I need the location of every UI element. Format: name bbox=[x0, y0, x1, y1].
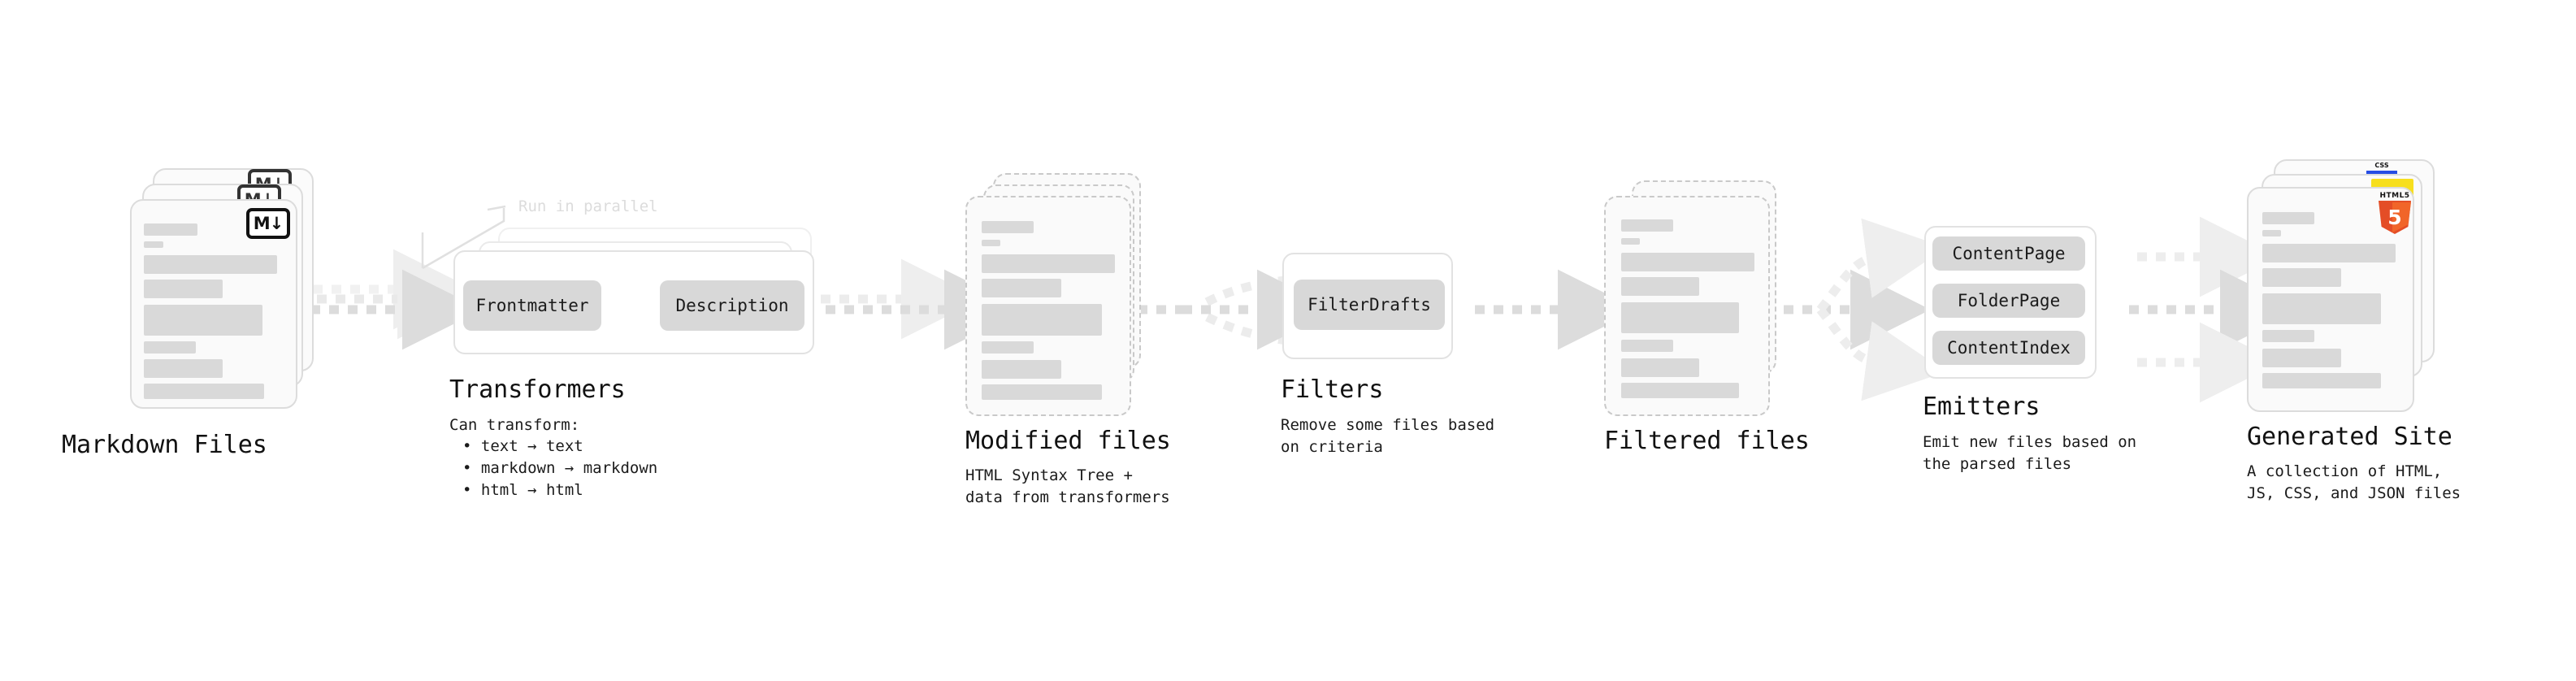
skeleton-bar bbox=[144, 280, 223, 298]
skeleton-bar bbox=[1621, 238, 1640, 245]
skeleton-bar bbox=[2262, 373, 2381, 388]
emitters-chip-contentpage[interactable]: ContentPage bbox=[1932, 236, 2085, 271]
generated-site-sub-line2: JS, CSS, and JSON files bbox=[2247, 484, 2461, 502]
skeleton-bar bbox=[1621, 340, 1673, 352]
skeleton-bar bbox=[2262, 293, 2381, 324]
arrow-markdown-to-transformers bbox=[310, 249, 483, 350]
skeleton-bar bbox=[2262, 212, 2314, 224]
html5-five-glyph: 5 bbox=[2387, 206, 2402, 229]
emitters-sub-line1: Emit new files based on bbox=[1923, 433, 2137, 451]
skeleton-bar bbox=[2262, 268, 2341, 287]
html5-badge: HTML5 5 bbox=[2376, 192, 2413, 234]
arrow-transformers-to-modified bbox=[821, 258, 1025, 350]
skeleton-bar bbox=[982, 254, 1115, 273]
list-item: • markdown → markdown bbox=[462, 458, 658, 477]
css-badge: CSS bbox=[2366, 163, 2397, 176]
skeleton-bar bbox=[144, 223, 197, 236]
html5-shield-inner bbox=[2392, 202, 2411, 232]
skeleton-bar bbox=[2262, 349, 2341, 367]
skeleton-bar bbox=[1621, 302, 1739, 333]
arrow-filtered-to-emitters bbox=[1784, 218, 1947, 401]
list-item: • text → text bbox=[462, 437, 583, 455]
skeleton-bar bbox=[982, 240, 1000, 246]
modified-files-title: Modified files bbox=[965, 427, 1171, 455]
emitters-chip-contentindex[interactable]: ContentIndex bbox=[1932, 331, 2085, 365]
arrow-emitters-to-site bbox=[2129, 216, 2301, 403]
skeleton-bar bbox=[1621, 383, 1739, 398]
list-item: • html → html bbox=[462, 480, 583, 499]
transformer-chip-description[interactable]: Description bbox=[660, 280, 804, 331]
skeleton-bar bbox=[144, 359, 223, 378]
modified-files-sub-line1: HTML Syntax Tree + bbox=[965, 466, 1133, 484]
skeleton-bar bbox=[1621, 253, 1754, 271]
skeleton-bar bbox=[982, 304, 1102, 336]
transformers-title: Transformers bbox=[449, 375, 626, 404]
emitters-title: Emitters bbox=[1923, 393, 2040, 421]
skeleton-bar bbox=[1621, 277, 1699, 296]
skeleton-bar bbox=[982, 384, 1102, 400]
transformers-bullet-list: • text → text • markdown → markdown • ht… bbox=[449, 436, 657, 501]
skeleton-bar bbox=[982, 279, 1061, 297]
html5-badge-label: HTML5 bbox=[2379, 192, 2410, 200]
skeleton-bar bbox=[1621, 219, 1673, 232]
skeleton-bar bbox=[2262, 330, 2314, 342]
skeleton-bar bbox=[144, 341, 196, 354]
emitters-chip-folderpage[interactable]: FolderPage bbox=[1932, 284, 2085, 318]
skeleton-bar bbox=[2262, 244, 2396, 262]
modified-files-sub-line2: data from transformers bbox=[965, 488, 1170, 506]
skeleton-bar bbox=[982, 341, 1034, 354]
emitters-sub-line2: the parsed files bbox=[1923, 455, 2072, 473]
skeleton-bar bbox=[982, 360, 1061, 379]
skeleton-bar bbox=[982, 221, 1034, 233]
generated-site-title: Generated Site bbox=[2247, 423, 2452, 451]
arrow-modified-to-filters bbox=[1138, 269, 1338, 350]
filters-sub-line2: on criteria bbox=[1281, 438, 1383, 456]
filters-title: Filters bbox=[1281, 375, 1384, 404]
css-badge-underline bbox=[2366, 171, 2397, 174]
skeleton-bar bbox=[1621, 358, 1699, 377]
skeleton-bar bbox=[144, 255, 277, 274]
transformer-chip-frontmatter[interactable]: Frontmatter bbox=[463, 280, 601, 331]
generated-site-sub-line1: A collection of HTML, bbox=[2247, 462, 2443, 480]
skeleton-bar bbox=[2262, 230, 2281, 236]
filters-sub-line1: Remove some files based bbox=[1281, 416, 1495, 434]
skeleton-bar bbox=[144, 241, 163, 248]
filtered-files-title: Filtered files bbox=[1604, 427, 1810, 455]
run-in-parallel-note: Run in parallel bbox=[518, 197, 658, 215]
markdown-files-title: Markdown Files bbox=[62, 431, 267, 459]
skeleton-bar bbox=[144, 305, 262, 336]
markdown-badge: M↓ bbox=[246, 208, 290, 239]
skeleton-bar bbox=[144, 384, 264, 399]
css-badge-label: CSS bbox=[2374, 162, 2389, 169]
filters-chip-filterdrafts[interactable]: FilterDrafts bbox=[1294, 280, 1445, 330]
transformers-sub-heading: Can transform: bbox=[449, 416, 580, 434]
